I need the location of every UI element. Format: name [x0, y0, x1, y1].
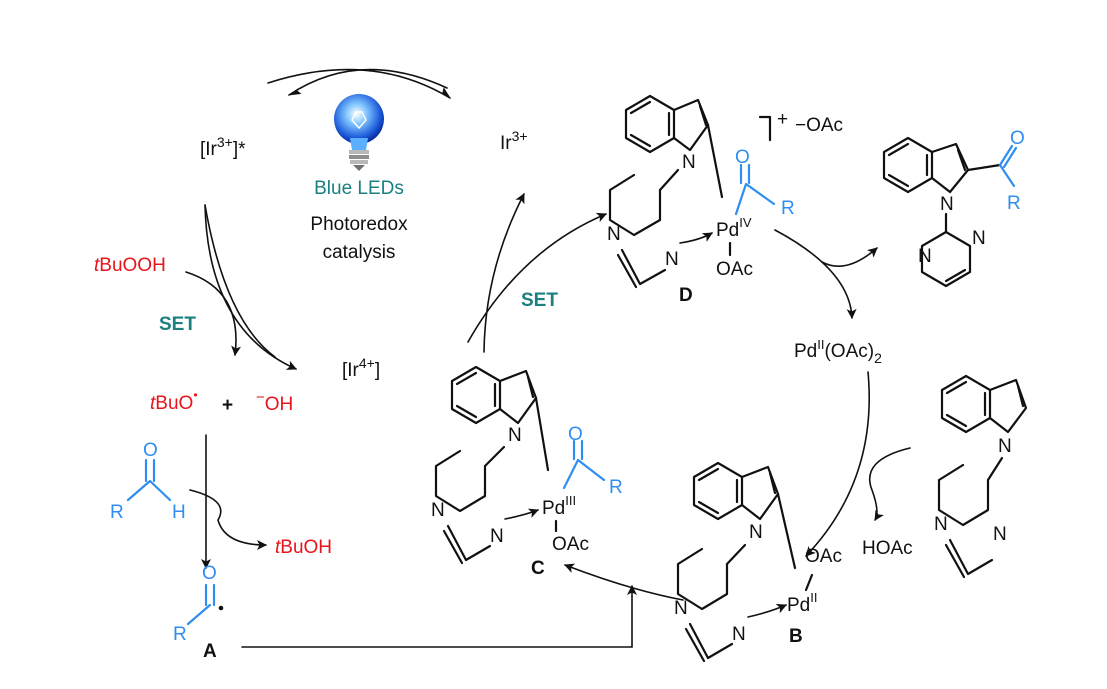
svg-text:O: O: [735, 147, 750, 168]
blue-led-bulb-icon: [334, 94, 384, 171]
pdoac2-to-b-arrow: [805, 371, 871, 557]
svg-text:N: N: [607, 224, 621, 245]
svg-text:N: N: [934, 514, 948, 535]
svg-text:N: N: [508, 425, 522, 446]
svg-text:R: R: [609, 477, 623, 498]
svg-text:N: N: [998, 436, 1012, 457]
svg-text:O: O: [1010, 128, 1025, 149]
ir4-label: [Ir4+]: [342, 355, 380, 381]
plus-sign: +: [222, 395, 233, 416]
svg-text:OAc: OAc: [716, 259, 753, 280]
svg-text:+: +: [777, 109, 788, 130]
photoredox-caption-line2: catalysis: [323, 242, 396, 263]
label-A: A: [203, 641, 217, 662]
svg-text:N: N: [918, 246, 932, 267]
complex-B: N N N PdII OAc B: [674, 461, 842, 663]
svg-text:O: O: [143, 440, 158, 461]
svg-text:N: N: [490, 526, 504, 547]
acyl-feed-arrow: [241, 585, 637, 648]
svg-text:O: O: [202, 563, 217, 584]
svg-text:PdIII: PdIII: [542, 493, 576, 519]
ir4-to-ir3-arrow: [483, 193, 525, 353]
aldehyde-structure: O R H: [110, 440, 186, 523]
svg-text:B: B: [789, 626, 803, 647]
complex-D: N N N PdIV OAc O R D + −OAc: [607, 94, 843, 306]
substrate-n-pyrimidyl-indole: N N N: [934, 374, 1028, 579]
svg-text:D: D: [679, 285, 693, 306]
set-label-right: SET: [521, 290, 558, 311]
svg-text:R: R: [1007, 193, 1021, 214]
svg-text:OAc: OAc: [552, 534, 589, 555]
ir3-excited-label: [Ir3+]*: [200, 134, 246, 160]
pd-oac2-label: PdII(OAc)2: [794, 337, 882, 366]
svg-text:N: N: [665, 249, 679, 270]
photoredox-equilibrium-arrows: [267, 68, 451, 99]
svg-text:OAc: OAc: [805, 546, 842, 567]
tbuoh-label: tBuOH: [275, 537, 332, 558]
svg-text:N: N: [940, 194, 954, 215]
b-to-c-arrow: [564, 563, 684, 601]
hoac-label: HOAc: [862, 538, 913, 559]
tbuooh-label: tBuOOH: [94, 255, 166, 276]
ir3-excited-to-ir4-arrow: [204, 204, 276, 358]
ir3-ground-label: Ir3+: [500, 128, 528, 154]
svg-text:N: N: [682, 152, 696, 173]
photoredox-caption-line1: Photoredox: [310, 214, 408, 235]
svg-text:O: O: [568, 424, 583, 445]
svg-text:N: N: [674, 598, 688, 619]
svg-text:−OAc: −OAc: [795, 115, 843, 136]
complex-C: N N N PdIII OAc O R C: [431, 365, 623, 579]
svg-text:PdII: PdII: [787, 590, 817, 616]
aldehyde-to-tbuoh-arrow: [189, 489, 267, 550]
acyl-radical-structure: O R: [173, 563, 224, 645]
svg-text:N: N: [993, 524, 1007, 545]
substrate-in-arrow: [868, 447, 911, 521]
svg-text:N: N: [732, 624, 746, 645]
svg-text:PdIV: PdIV: [716, 215, 752, 241]
d-to-pdoac2-arrow: [774, 229, 857, 319]
svg-text:N: N: [972, 228, 986, 249]
product-acyl-indole: O R N N N: [882, 128, 1025, 288]
product-release-arrow: [821, 247, 878, 268]
svg-text:N: N: [749, 522, 763, 543]
svg-text:H: H: [172, 502, 186, 523]
svg-text:N: N: [431, 500, 445, 521]
ir3-excited-down-arrow: [204, 204, 297, 370]
hydroxide-label: −OH: [256, 389, 293, 415]
svg-text:C: C: [531, 558, 545, 579]
set-label-left: SET: [159, 314, 196, 335]
svg-text:R: R: [173, 624, 187, 645]
blue-leds-label: Blue LEDs: [314, 178, 404, 199]
svg-text:R: R: [110, 502, 124, 523]
c-to-d-arrow: [467, 212, 607, 343]
tbuo-radical-label: tBuO•: [150, 388, 198, 414]
svg-text:R: R: [781, 198, 795, 219]
